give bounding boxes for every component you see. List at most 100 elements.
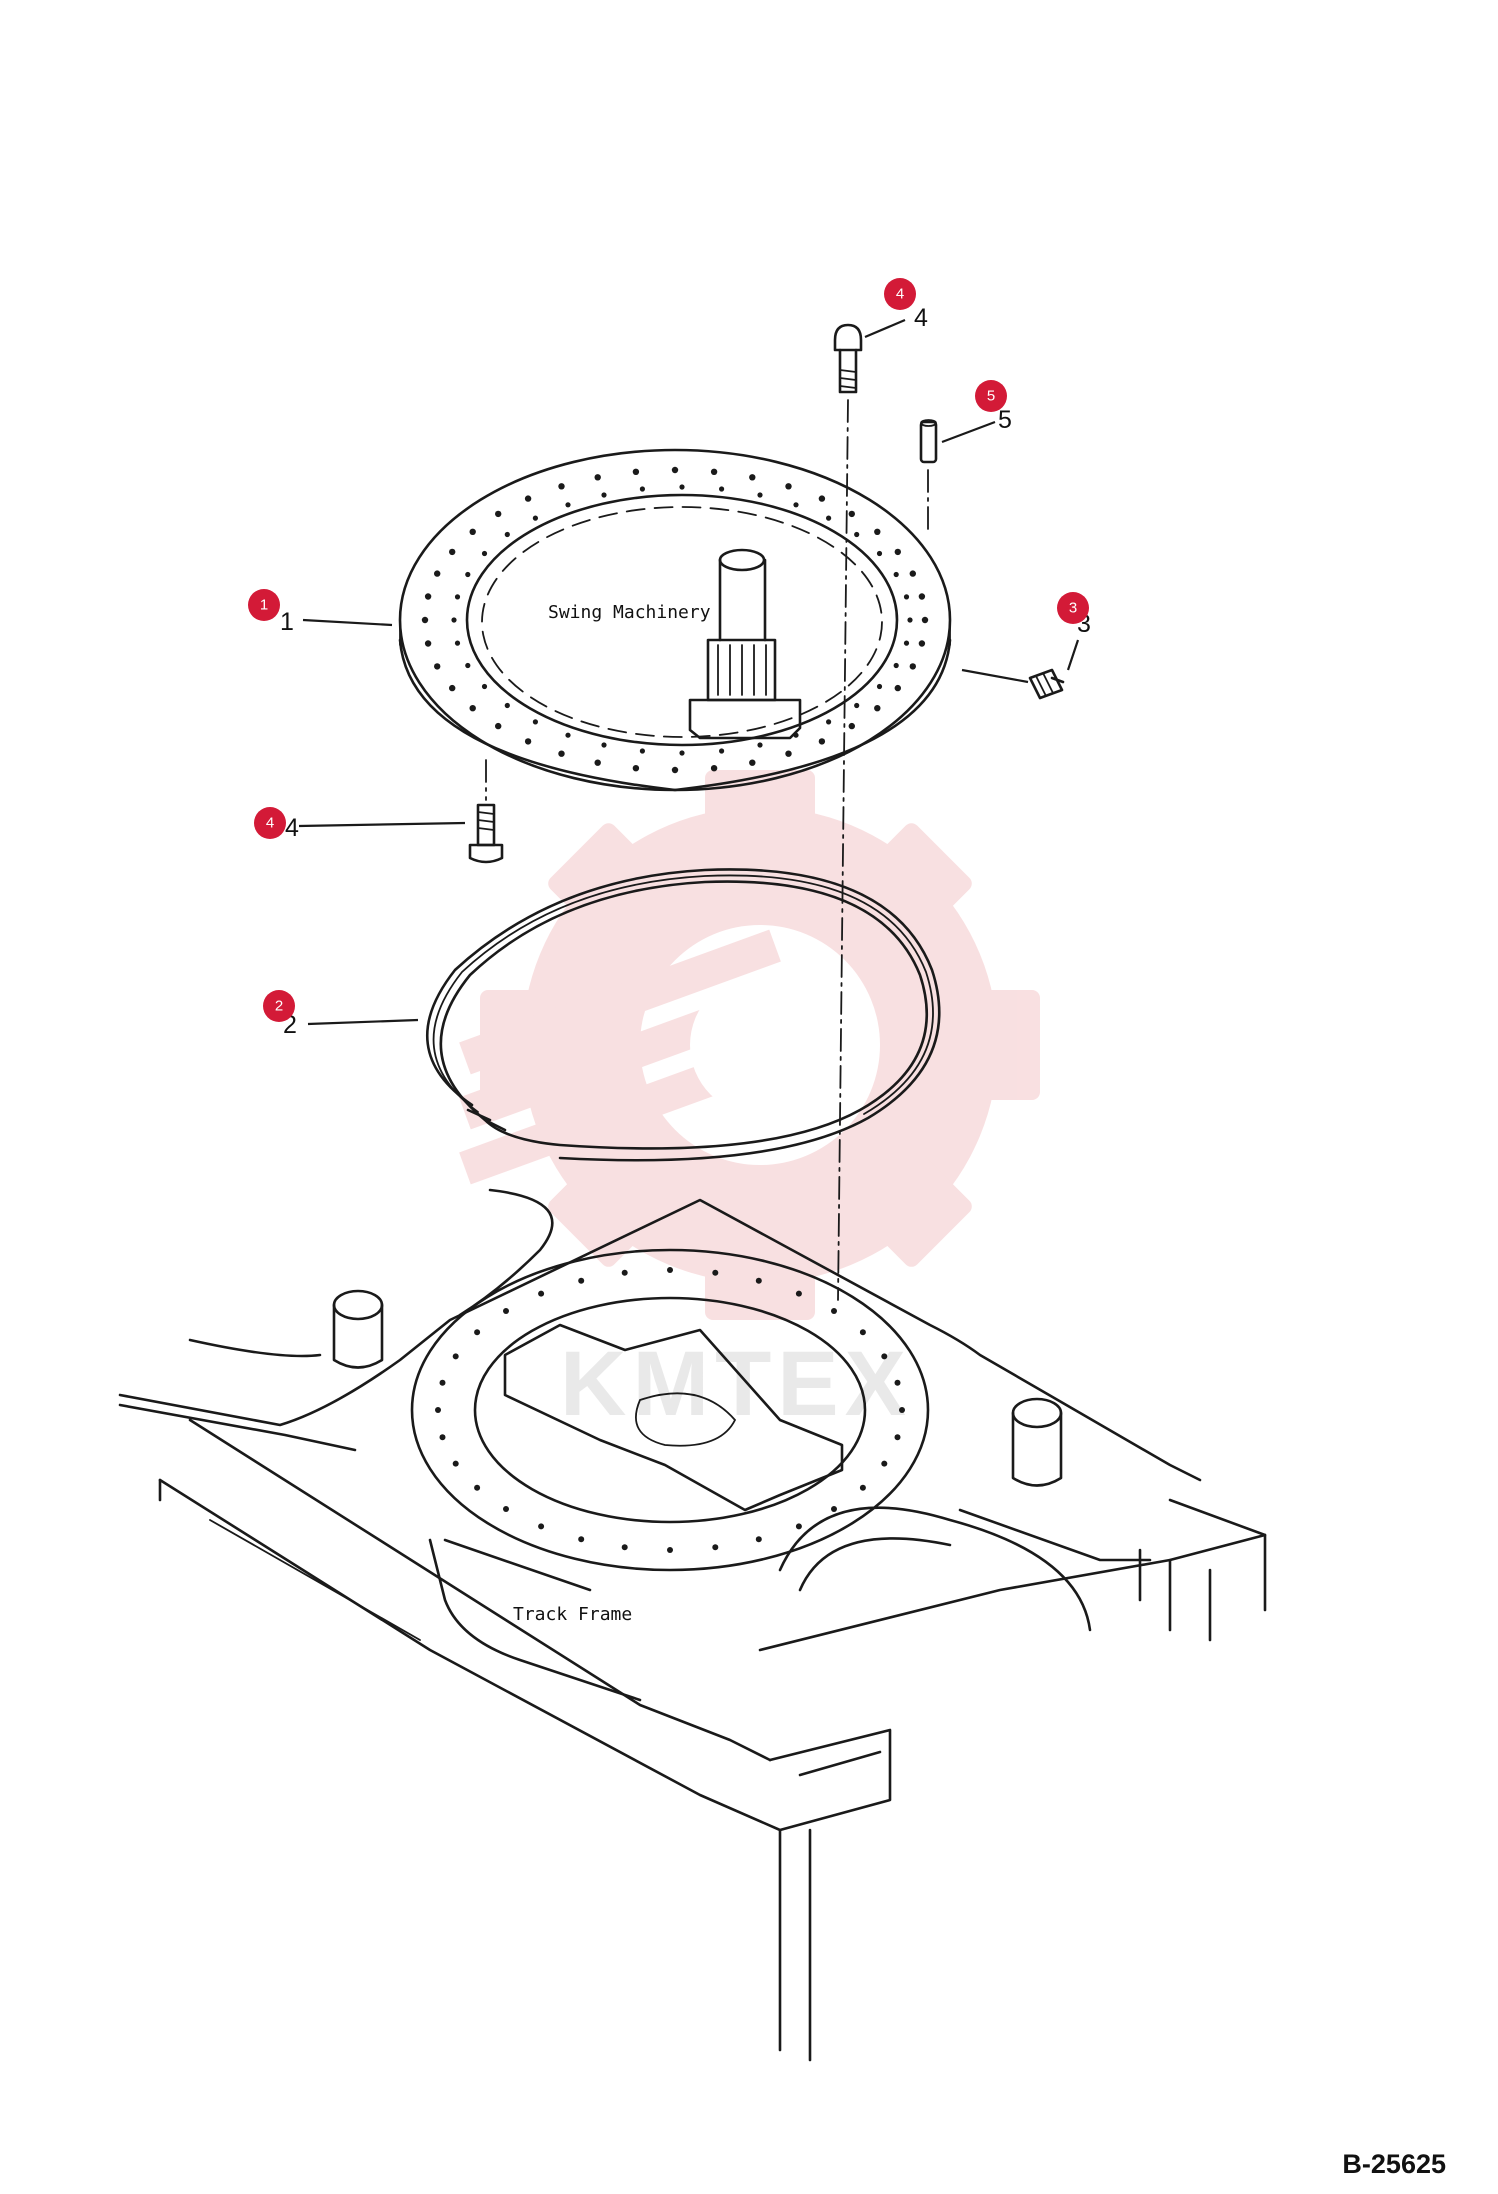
bolt-hole [755, 1277, 762, 1284]
bolt-hole [894, 1434, 901, 1441]
bolt-hole [755, 1536, 762, 1543]
swing-machinery-label: Swing Machinery [548, 602, 711, 623]
gear-tooth-hole [826, 515, 832, 521]
gear-tooth-hole [465, 571, 471, 578]
callout-badge-4-lower-text: 4 [266, 815, 274, 832]
bolt-hole [921, 616, 929, 624]
swing-machinery-pinion [688, 548, 802, 740]
bolt-hole [667, 1547, 673, 1553]
callout-badge-4-upper[interactable]: 4 [884, 278, 916, 310]
bolt-hole [859, 1484, 866, 1491]
bolt-hole [558, 483, 565, 490]
gear-tooth-hole [893, 571, 899, 578]
bolt-hole [785, 750, 792, 757]
seal-ring [425, 868, 941, 1162]
gear-tooth-hole [679, 484, 685, 490]
callout-badge-2[interactable]: 2 [263, 990, 295, 1022]
bolt-hole [909, 663, 916, 670]
bolt-hole [439, 1434, 446, 1441]
bolt-hole [474, 1329, 481, 1336]
callout-badge-3-text: 3 [1069, 600, 1077, 617]
bolt-hole [671, 466, 679, 474]
bolt-hole [524, 495, 532, 502]
gear-tooth-hole [757, 742, 763, 748]
bolt-hole [881, 1460, 888, 1467]
bolt-hole [831, 1308, 837, 1314]
bolt-hole [712, 1544, 719, 1551]
callout-badge-1[interactable]: 1 [248, 589, 280, 621]
bolt-hole [749, 474, 756, 481]
callout-number-4-upper: 4 [914, 304, 928, 332]
bolt-hole [918, 593, 926, 600]
callout-badge-2-text: 2 [275, 998, 283, 1015]
gear-tooth-hole [504, 531, 510, 538]
bolt-hole [785, 483, 792, 490]
bolt-hole [848, 510, 855, 518]
swing-circle-bolt-holes [421, 466, 929, 774]
bolt-hole [818, 495, 826, 502]
callout-number-4-lower: 4 [285, 814, 299, 842]
gear-tooth-hole [454, 640, 461, 646]
gear-tooth-hole [893, 662, 899, 669]
gear-tooth-hole [601, 742, 607, 748]
bolt-hole [503, 1506, 509, 1512]
bolt-hole [474, 1484, 481, 1491]
grease-fitting [1028, 668, 1065, 700]
frame-mounting-ring [410, 1248, 930, 1572]
callout-badge-3[interactable]: 3 [1057, 592, 1089, 624]
bolt-hole [469, 705, 476, 712]
bolt-hole [881, 1353, 888, 1360]
bolt-hole [859, 1329, 866, 1336]
gear-tooth-hole [826, 719, 832, 725]
track-frame-label: Track Frame [513, 1604, 632, 1625]
bolt-hole [538, 1290, 545, 1297]
callout-badge-5[interactable]: 5 [975, 380, 1007, 412]
bolt-hole [424, 640, 432, 647]
figure-code: B-25625 [1342, 2149, 1446, 2179]
bolt-hole [495, 510, 502, 518]
bolt-hole [671, 766, 679, 774]
bolt-hole [712, 1269, 719, 1276]
bolt-lower [468, 803, 504, 864]
gear-tooth-hole [793, 502, 799, 508]
callout-badge-1-text: 1 [260, 597, 268, 614]
callout-badge-4-lower[interactable]: 4 [254, 807, 286, 839]
bolt-hole [874, 528, 881, 535]
bolt-hole [795, 1523, 802, 1530]
bolt-upper [833, 323, 863, 394]
gear-tooth-hole [757, 492, 763, 498]
bolt-hole [632, 765, 640, 772]
watermark-gear-logo [459, 770, 1040, 1320]
gear-tooth-hole [504, 702, 510, 709]
bolt-hole [909, 570, 916, 577]
gear-tooth-hole [601, 492, 607, 498]
bolt-hole [899, 1407, 905, 1413]
bolt-hole [495, 722, 502, 730]
bolt-hole [578, 1277, 585, 1284]
bolt-hole [710, 765, 718, 772]
bolt-hole [439, 1379, 446, 1386]
bolt-hole [594, 759, 601, 766]
bolt-hole [452, 1460, 459, 1467]
bolt-hole [452, 1353, 459, 1360]
bolt-hole [421, 616, 429, 624]
bolt-hole [818, 738, 826, 745]
bolt-hole [449, 548, 456, 556]
bolt-hole [524, 738, 532, 745]
bolt-hole [749, 759, 756, 766]
gear-tooth-hole [679, 750, 685, 756]
gear-tooth-hole [481, 683, 488, 690]
bolt-hole [667, 1267, 673, 1273]
bolt-hole [434, 570, 441, 577]
bolt-hole [469, 528, 476, 535]
gear-tooth-hole [465, 662, 471, 669]
leader-lines [298, 318, 1080, 1026]
bolt-hole [621, 1544, 628, 1551]
bolt-hole [918, 640, 926, 647]
bolt-hole [894, 684, 901, 692]
gear-tooth-hole [719, 748, 725, 754]
gear-tooth-hole [719, 486, 725, 492]
bolt-hole [424, 593, 432, 600]
gear-tooth-hole [451, 617, 457, 623]
gear-tooth-hole [639, 748, 646, 754]
